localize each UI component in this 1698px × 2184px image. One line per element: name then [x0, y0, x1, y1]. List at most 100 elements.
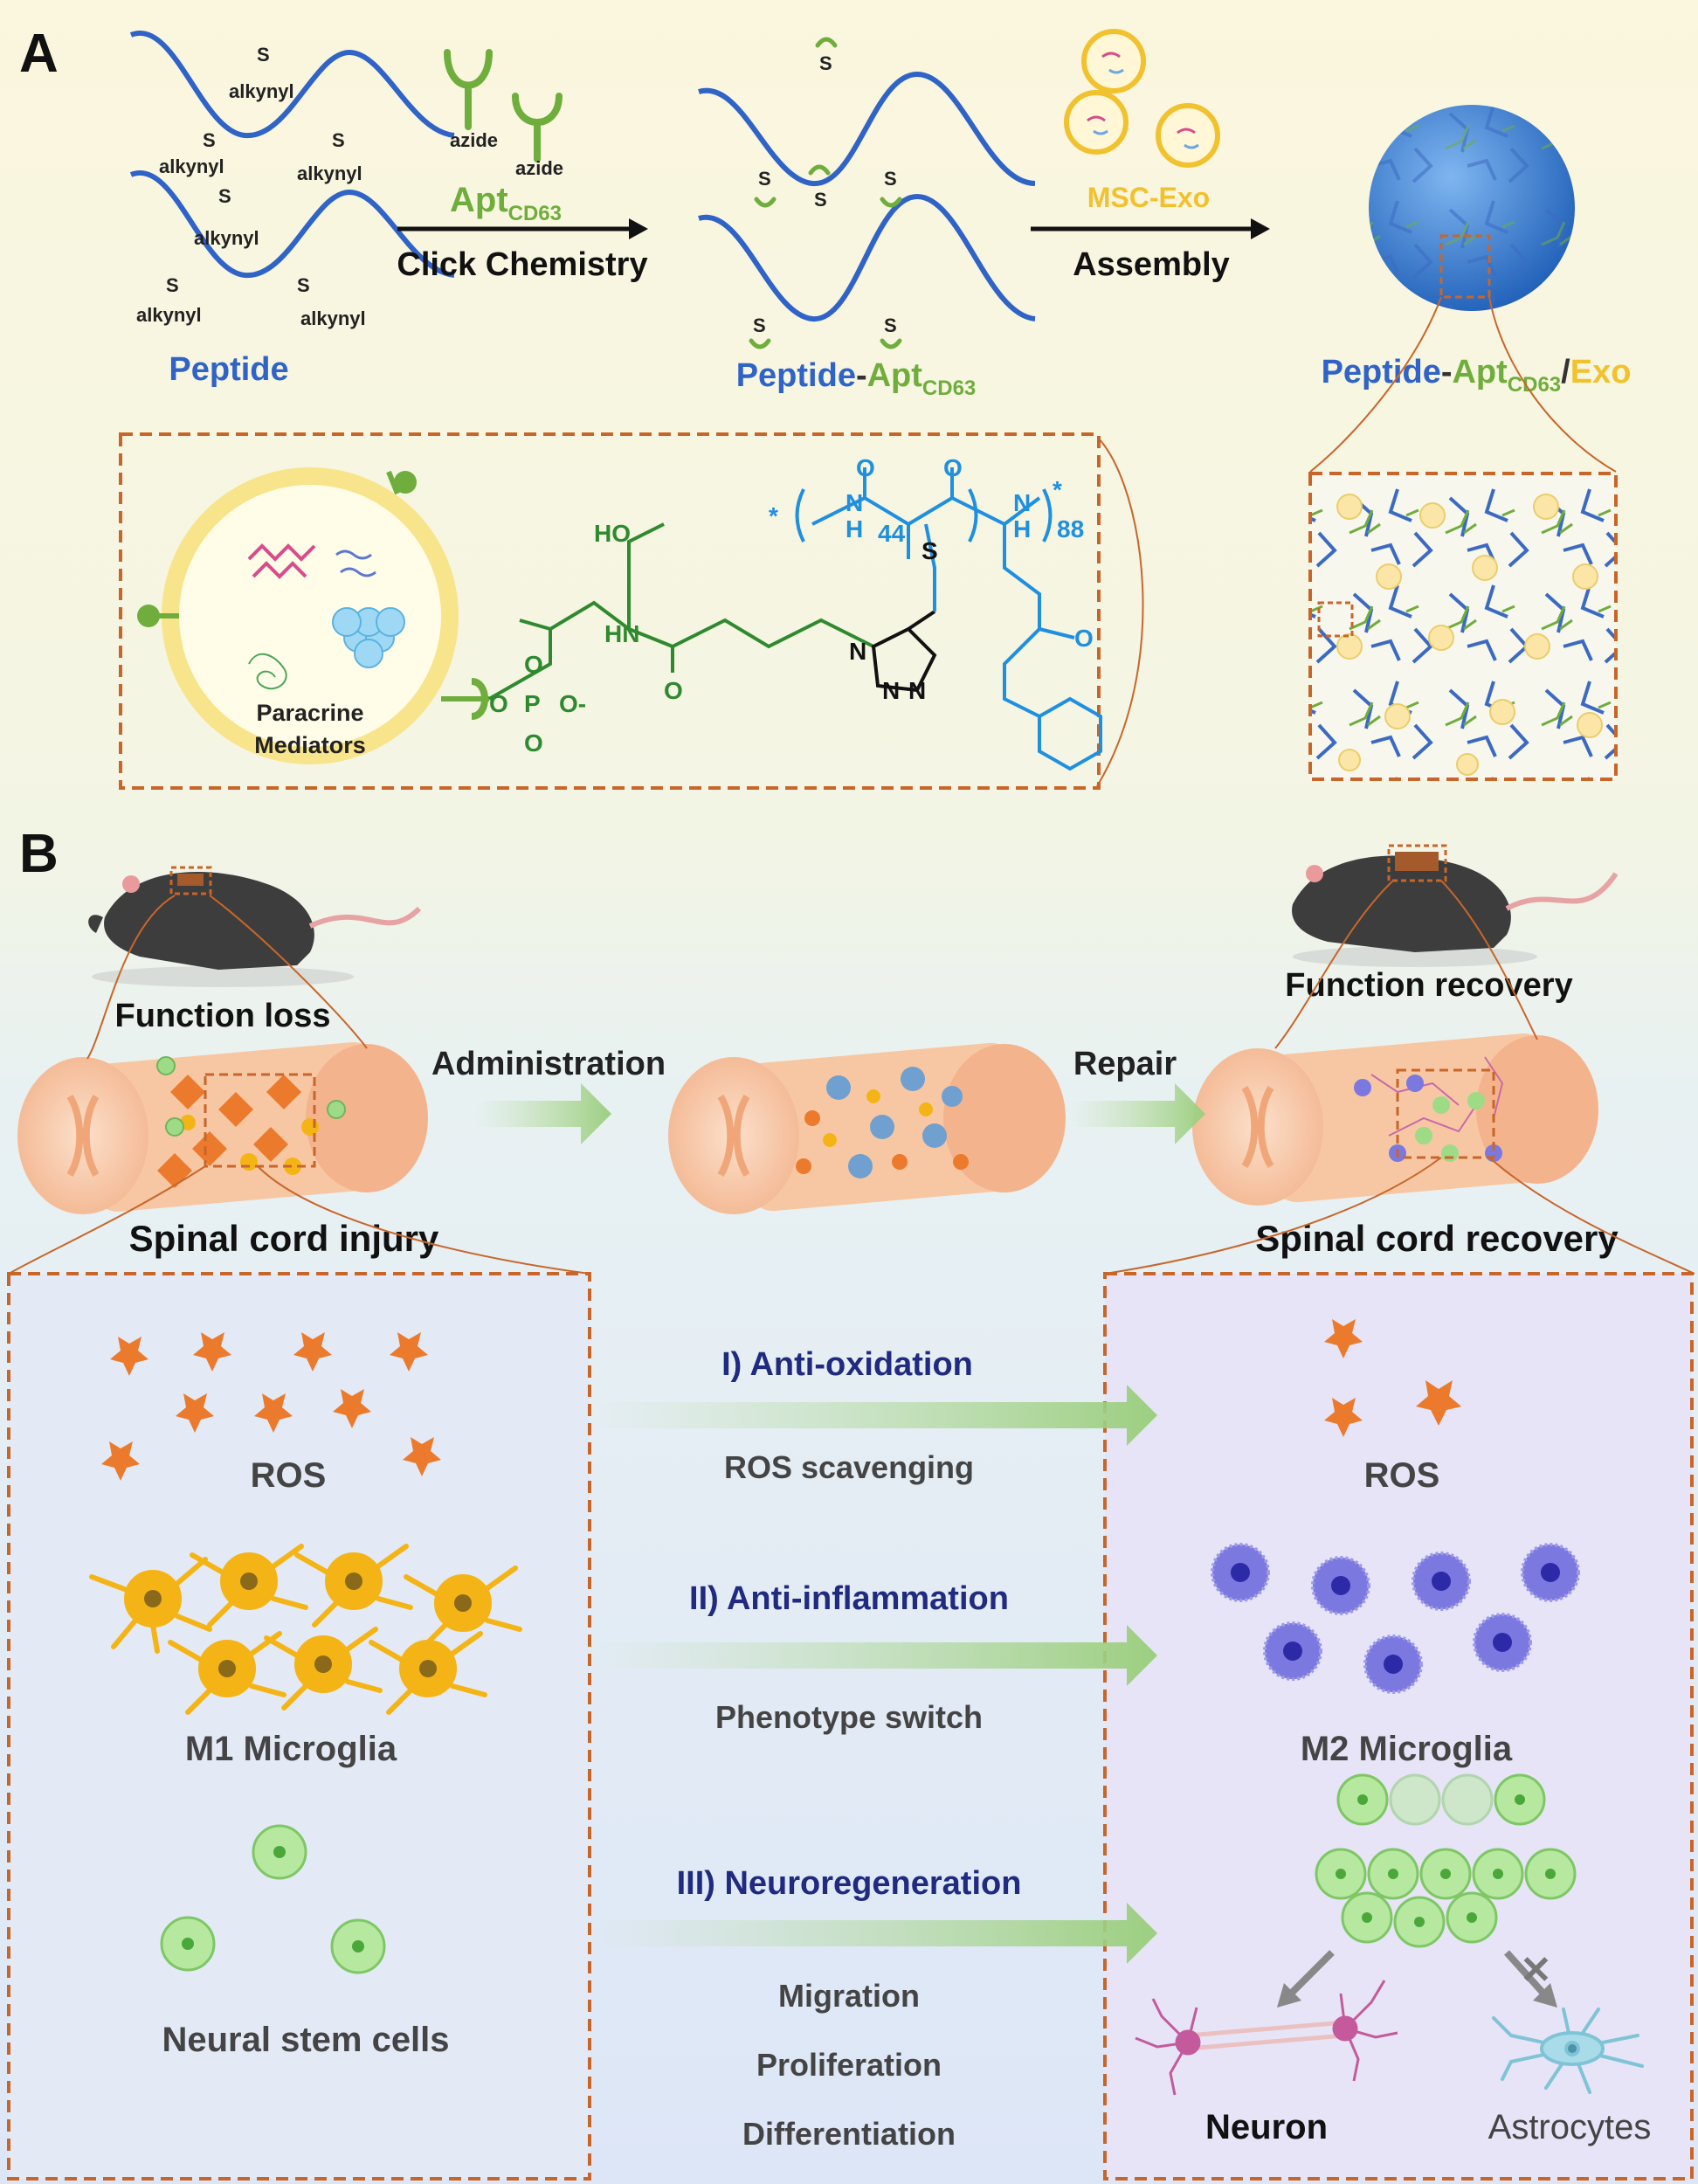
svg-text:P: P [524, 690, 541, 717]
svg-text:alkynyl: alkynyl [159, 156, 224, 177]
svg-text:O: O [856, 454, 875, 481]
paracrine-label-2: Mediators [254, 732, 366, 758]
zoom-line-lower-right-2 [1488, 1157, 1695, 1275]
anti-oxidation-arrow [594, 1385, 1157, 1446]
neuron-icon [1135, 1980, 1398, 2096]
peptide-apt-exo-label: Peptide-AptCD63/Exo [1322, 354, 1632, 397]
svg-text:*: * [769, 502, 778, 529]
m1-microglia-label: M1 Microglia [185, 1730, 397, 1768]
zoom-line-mouse-left [86, 895, 176, 1060]
svg-text:H: H [1013, 515, 1031, 543]
neuroregeneration-label: III) Neuroregeneration [677, 1865, 1022, 1902]
repair-label: Repair [1073, 1046, 1177, 1082]
recovery-detail-box [1103, 1272, 1694, 2181]
svg-text:N: N [908, 677, 926, 704]
svg-text:S: S [203, 129, 216, 151]
differentiation-arrow-neuron [1286, 1950, 1335, 1999]
svg-text:S: S [257, 44, 270, 66]
spinal-cord-injured [17, 1042, 428, 1214]
zoom-line-3 [1488, 296, 1617, 473]
sci-label: Spinal cord injury [129, 1218, 439, 1259]
administration-arrow [476, 1083, 611, 1144]
assembly-arrow-head [1251, 218, 1270, 239]
hydrogel-nanoparticle [1369, 105, 1575, 311]
proliferation-label: Proliferation [756, 2047, 942, 2083]
conjugate-chains [698, 71, 1036, 322]
spinal-cord-recovered [1192, 1033, 1598, 1206]
azide-label-2: azide [515, 157, 563, 179]
peptide-alkynyl-labels: S alkynyl S alkynyl S alkynyl S alkynyl … [136, 44, 366, 329]
nsc-cluster-right [1315, 1773, 1577, 1948]
chemical-labels: HO HN O O P O O- O N N N S O O N H N H 4… [489, 454, 1094, 757]
svg-text:HO: HO [594, 520, 631, 547]
conj-s-5: S [753, 314, 766, 336]
exosome-detail [137, 467, 489, 764]
svg-text:alkynyl: alkynyl [229, 80, 294, 102]
m2-microglia-cluster [1211, 1543, 1580, 1694]
astrocytes-label: Astrocytes [1488, 2108, 1652, 2146]
injury-detail-box [7, 1272, 591, 2181]
svg-text:H: H [846, 515, 863, 543]
conj-s-1: S [819, 52, 832, 74]
svg-text:O-: O- [559, 690, 586, 717]
msc-exo-label: MSC-Exo [1087, 182, 1210, 213]
neuroregeneration-arrow [594, 1903, 1157, 1964]
astrocyte-icon [1492, 2008, 1644, 2094]
nsc-label: Neural stem cells [162, 2021, 449, 2059]
function-recovery-label: Function recovery [1285, 967, 1572, 1004]
blocked-mark-icon: ✕ [1520, 1949, 1552, 1992]
svg-text:O: O [524, 651, 543, 678]
administration-label: Administration [431, 1046, 666, 1082]
svg-text:88: 88 [1057, 515, 1084, 543]
svg-text:alkynyl: alkynyl [300, 308, 366, 329]
svg-text:S: S [166, 274, 179, 296]
zoom-line-lower-left [257, 1165, 590, 1275]
svg-text:*: * [1053, 476, 1062, 503]
phenotype-switch-label: Phenotype switch [715, 1699, 983, 1735]
svg-text:S: S [297, 274, 310, 296]
svg-text:alkynyl: alkynyl [297, 162, 362, 184]
peptide-chains [129, 30, 455, 279]
ros-right-label: ROS [1364, 1456, 1440, 1495]
click-chemistry-label: Click Chemistry [397, 246, 647, 283]
svg-text:alkynyl: alkynyl [194, 227, 259, 249]
differentiation-label: Differentiation [742, 2116, 956, 2152]
conj-s-2: S [758, 168, 771, 190]
svg-text:HN: HN [604, 620, 639, 647]
conj-s-4: S [814, 189, 827, 211]
svg-text:O: O [664, 677, 683, 704]
svg-text:44: 44 [878, 520, 906, 547]
zoom-line-mouse-right [1274, 880, 1394, 1049]
aptamer-icons [444, 49, 563, 162]
repair-arrow [1070, 1083, 1205, 1144]
scr-label: Spinal cord recovery [1255, 1218, 1619, 1259]
conjugate-aptamer-ticks [749, 37, 902, 349]
ros-right-cluster [1324, 1319, 1461, 1437]
ros-scavenging-label: ROS scavenging [724, 1449, 974, 1485]
paracrine-label-1: Paracrine [256, 700, 363, 726]
zoom-line-lower-right [1104, 1157, 1442, 1275]
differentiation-arrow-astro [1504, 1950, 1549, 1999]
spinal-cord-treated [668, 1042, 1066, 1214]
assembly-label: Assembly [1073, 246, 1230, 283]
svg-text:N: N [846, 489, 863, 516]
svg-text:S: S [218, 185, 231, 207]
peptide-apt-label: Peptide-AptCD63 [736, 357, 977, 400]
chemical-structure [488, 467, 1102, 771]
zoom-line-mouse-right-2 [1440, 880, 1538, 1040]
svg-text:N: N [1013, 489, 1031, 516]
conj-s-6: S [884, 314, 897, 336]
function-loss-label: Function loss [115, 998, 331, 1034]
anti-inflammation-label: II) Anti-inflammation [689, 1580, 1009, 1617]
ros-left-label: ROS [251, 1456, 327, 1495]
zoom-line-2 [1309, 296, 1442, 473]
svg-text:N: N [882, 677, 900, 704]
mouse-recovered [1292, 844, 1619, 967]
neuron-label: Neuron [1205, 2108, 1328, 2146]
ros-left-cluster [101, 1332, 441, 1481]
conj-s-3: S [884, 168, 897, 190]
differentiation-arrow-neuron-head [1277, 1983, 1301, 2008]
panel-a-label: A [19, 24, 59, 84]
differentiation-arrow-astro-head [1533, 1983, 1557, 2008]
m1-microglia-cluster [89, 1544, 522, 1715]
